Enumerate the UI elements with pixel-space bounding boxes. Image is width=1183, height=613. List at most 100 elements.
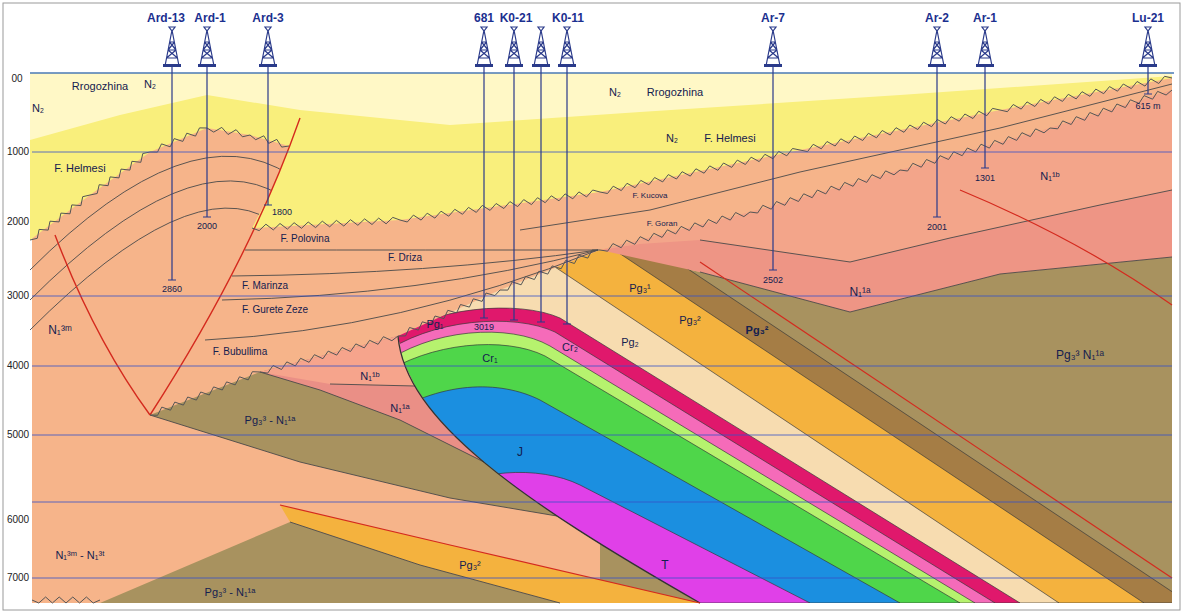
formation-label: N₁¹ᵇ [1040,171,1059,182]
strata-part [100,522,560,603]
strata-part-part [290,522,560,603]
depth-gridlines-part [32,578,1172,579]
formation-label: T [661,559,668,571]
well-tracks-part [769,67,777,270]
formation-label: N₁¹ᵃ [390,403,409,414]
well-name: Ar-7 [761,12,785,24]
formation-label: Pg₃¹ [629,283,651,294]
formation-label: F. Helmesi [54,163,105,174]
well-tracks-part [168,67,176,280]
formation-label: N₁³ᵐ - N₁³ᵗ [55,550,104,561]
formation-label: Pg₃² [679,315,701,326]
formation-label: F. Kucova [632,192,667,200]
depth-gridlines [32,152,1172,578]
depth-scale-label: 1000 [7,147,29,157]
well-name: Ard-3 [252,12,283,24]
well-tracks-part [510,67,518,320]
formation-label: F. Goran [647,220,678,228]
well-name: Ard-1 [194,12,225,24]
strata-part-part [150,415,557,516]
well-tracks [168,67,1152,324]
well-name: Ard-13 [147,12,185,24]
faults-part [960,190,1172,305]
unconformity-line [252,76,1172,230]
unconformity-line [600,90,1172,251]
derrick-icons-part [532,27,550,67]
strata-part [30,73,1172,140]
sea-level-line [30,72,1174,74]
depth-scale-label: 00 [11,74,22,84]
depth-gridlines-part [32,435,1172,436]
formation-label: N₂ [32,103,44,114]
derrick-icons-part [1139,27,1157,67]
well-name: Ar-2 [925,12,949,24]
derrick-icons-part [163,27,181,67]
strata-part [150,336,557,516]
depth-scale-label: 4000 [7,361,29,371]
faults-part [398,336,700,603]
well-depth: 2860 [162,285,182,294]
strata-part [380,245,1183,603]
derrick-icons-part [764,27,782,67]
strata [30,73,1183,603]
formation-label: Pg₃³ - N₁¹ᵃ [205,587,256,598]
depth-gridlines-part [32,152,1172,153]
unconformity-line [32,597,100,603]
depth-gridlines-part [32,502,1172,503]
formation-label: Rrogozhina [647,87,703,98]
formation-label: Rrogozhina [72,81,128,92]
unconformity-line [30,127,289,240]
depth-scale-label: 7000 [7,573,29,583]
formation-label: Pg₃³ - N₁¹ᵃ [245,415,296,426]
formation-label: Pg₃² [459,560,481,571]
faults-part [280,505,700,603]
derrick-icons-part [259,27,277,67]
well-depth: 1800 [272,208,292,217]
well-depth: 2001 [927,223,947,232]
well-name: K0-11 [552,12,584,24]
frame [3,3,1180,610]
formation-label: N₁¹ᵇ [360,371,379,382]
derrick-icons-part [505,27,523,67]
well-depth: 2000 [197,222,217,231]
strata-part [260,336,415,386]
formation-label: N₂ [144,79,156,90]
strata-part-part [330,384,415,386]
unconformity-zigzags [30,76,1172,603]
strata-part [30,73,1172,240]
strata-part-part [245,250,598,251]
derrick-icons-part [475,27,493,67]
well-tracks-part [1144,67,1152,94]
well-tracks-part [203,67,211,217]
well-tracks-part [933,67,941,217]
depth-scale-label: 3000 [7,291,29,301]
strata-part-part [700,257,1172,312]
depth-scale-label: 6000 [7,515,29,525]
strata-part [260,336,484,462]
well-name: Lu-21 [1132,12,1164,24]
well-tracks-part [264,67,272,205]
derrick-icons-part [558,27,576,67]
formation-label: F. Marinza [242,281,288,291]
formation-label: Pg₃³ N₁¹ᵃ [1056,349,1104,361]
strata-part-part [205,250,598,340]
depth-scale-label: 5000 [7,430,29,440]
well-tracks-part [480,67,488,318]
faults [55,118,1172,603]
strata-part-part [380,308,1020,603]
well-tracks-part [563,67,571,324]
well-depth: 2502 [763,276,783,285]
formation-label: F. Bubullima [213,347,267,357]
derrick-icons [163,27,1157,67]
unconformity-line [150,250,600,415]
formation-label: F. Helmesi [704,133,755,144]
depth-scale-label: 2000 [7,217,29,227]
well-name: K0-21 [500,12,533,24]
well-depth: 3019 [474,323,494,332]
well-tracks-part [981,67,989,168]
strata-part-part [380,245,1183,603]
formation-label: F. Gurete Zeze [242,305,308,315]
well-depth: 1301 [975,174,995,183]
